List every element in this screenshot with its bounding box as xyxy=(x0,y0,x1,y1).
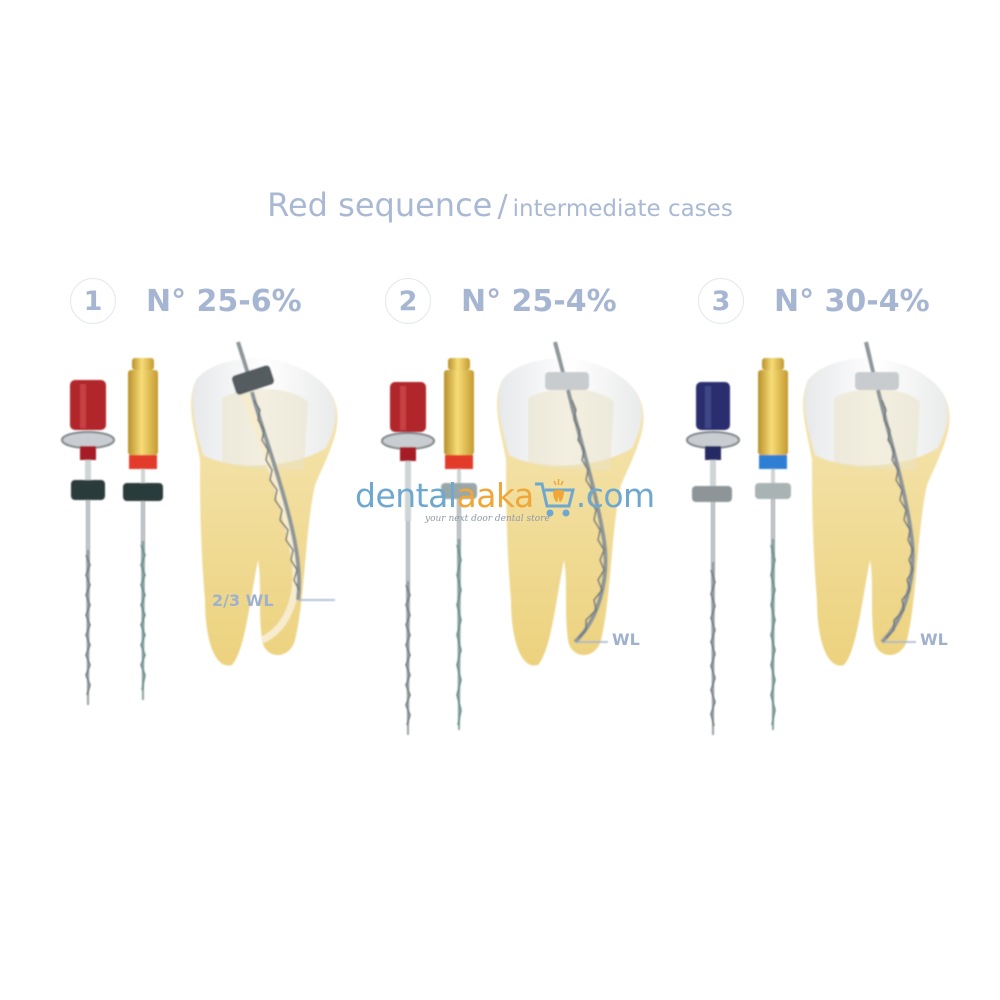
step-1-header: 1 N° 25-6% xyxy=(70,276,302,326)
watermark-tagline: your next door dental store xyxy=(425,514,550,524)
step-3-tooth-illustration xyxy=(803,341,950,666)
step-3-group xyxy=(686,341,950,735)
title-separator: / xyxy=(497,189,508,224)
step-1-tooth-illustration xyxy=(191,341,338,666)
title-main: Red sequence xyxy=(267,186,493,224)
watermark: dentalaaka .com your next door dental sto… xyxy=(355,476,655,536)
step-3-rotary-file xyxy=(686,382,740,735)
step-1-gold-file xyxy=(123,358,163,700)
step-1-number: 1 xyxy=(70,278,116,324)
cart-icon xyxy=(535,479,575,517)
step-2-size: N° 25-4% xyxy=(461,283,617,319)
step-2-gold-file xyxy=(441,358,477,730)
step-3-size: N° 30-4% xyxy=(774,283,930,319)
step-1-depth-label: 2/3 WL xyxy=(212,591,274,610)
step-2-depth-label: WL xyxy=(612,630,640,649)
step-3-depth-label: WL xyxy=(920,630,948,649)
step-2-number: 2 xyxy=(385,278,431,324)
watermark-word-start: dental xyxy=(355,476,457,515)
step-1-size: N° 25-6% xyxy=(146,283,302,319)
step-1-group xyxy=(61,341,338,705)
step-2-rotary-file xyxy=(381,382,435,735)
step-3-gold-file xyxy=(755,358,791,730)
step-3-number: 3 xyxy=(698,278,744,324)
step-1-rotary-file xyxy=(61,380,115,705)
step-2-tooth-illustration xyxy=(497,341,644,666)
watermark-wordmark: dentalaaka .com xyxy=(355,476,655,515)
title-subtitle: intermediate cases xyxy=(512,196,733,222)
step-2-group xyxy=(381,341,644,735)
step-3-header: 3 N° 30-4% xyxy=(698,276,930,326)
step-2-header: 2 N° 25-4% xyxy=(385,276,617,326)
diagram-title: Red sequence / intermediate cases xyxy=(0,186,1000,224)
watermark-word-end: .com xyxy=(575,476,655,515)
watermark-word-highlight: aaka xyxy=(456,476,535,515)
